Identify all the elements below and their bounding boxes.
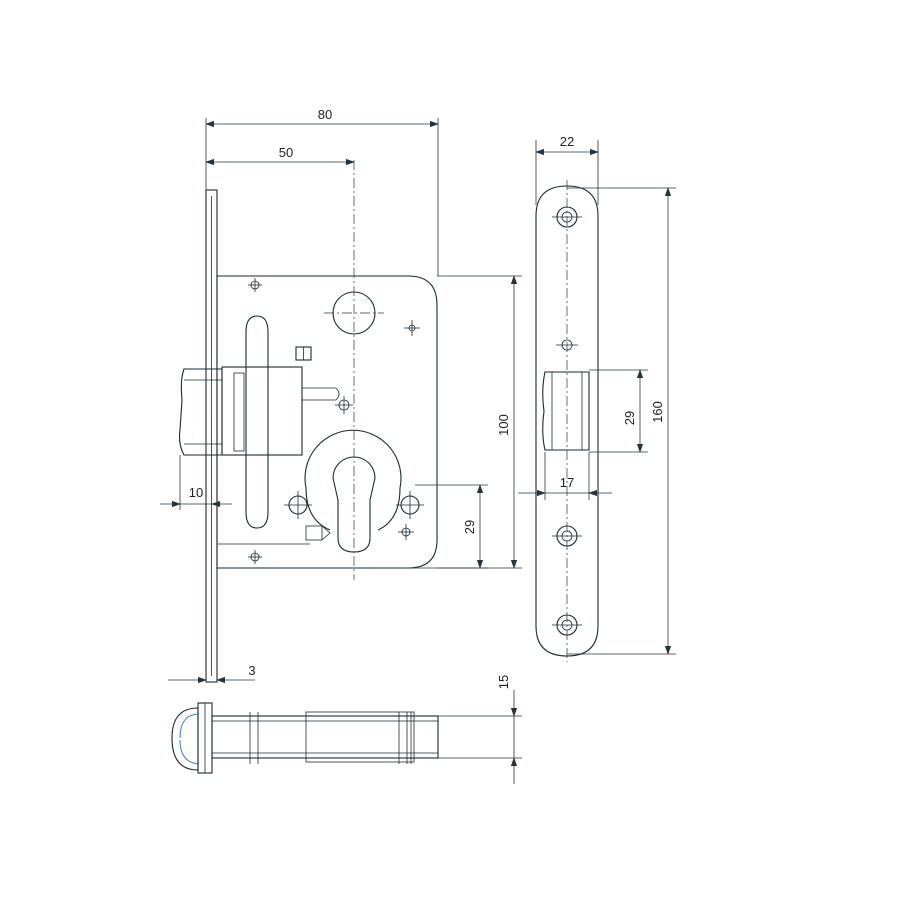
- lock-case: [216, 275, 438, 569]
- cylinder-cutout: [304, 429, 402, 553]
- dim-3-label: 3: [248, 663, 255, 678]
- dim-80-label: 80: [318, 107, 332, 122]
- dim-80: 80: [205, 107, 439, 276]
- dim-15-label: 15: [496, 675, 511, 689]
- dim-22-label: 22: [560, 134, 574, 149]
- dim-17: 17: [518, 452, 612, 500]
- dim-160-label: 160: [650, 401, 665, 423]
- screw-mark-lower-right: [398, 524, 414, 540]
- strike-latch-opening: [542, 371, 590, 451]
- cylinder-screw-left: [284, 491, 312, 519]
- dim-50: 50: [205, 145, 355, 166]
- screw-mark-center: [335, 396, 353, 414]
- dim-29-latch-label: 29: [622, 411, 637, 425]
- follower-lever: [245, 315, 269, 529]
- dim-3: 3: [168, 663, 256, 684]
- screw-mark-right-top: [404, 320, 420, 336]
- latch-bolt: [178, 366, 340, 456]
- strike-screw-2: [556, 339, 578, 351]
- strike-plate: [535, 180, 599, 662]
- dim-29-cylinder-label: 29: [462, 520, 477, 534]
- dim-29-latch: 29: [589, 369, 648, 453]
- dim-50-label: 50: [279, 145, 293, 160]
- lock-front-view: [178, 160, 438, 683]
- strike-screw-3: [552, 525, 582, 547]
- dim-29-cylinder: 29: [370, 484, 488, 569]
- strike-screw-1: [552, 206, 582, 228]
- dim-100-label: 100: [496, 414, 511, 436]
- dim-17-label: 17: [560, 475, 574, 490]
- case-screw-top-left: [248, 278, 262, 292]
- dim-15: 15: [438, 675, 522, 784]
- cylinder-screw-right: [396, 491, 424, 519]
- dim-100: 100: [437, 275, 522, 569]
- dim-10-label: 10: [189, 485, 203, 500]
- case-screw-bottom-left: [248, 550, 262, 564]
- spring-marker: [295, 346, 312, 361]
- lock-side-view: [171, 702, 439, 774]
- dim-160: 160: [567, 187, 676, 655]
- dim-10: 10: [160, 455, 232, 510]
- lower-bolt-detail: [217, 525, 331, 545]
- strike-screw-4: [552, 614, 582, 636]
- dim-22: 22: [535, 134, 599, 205]
